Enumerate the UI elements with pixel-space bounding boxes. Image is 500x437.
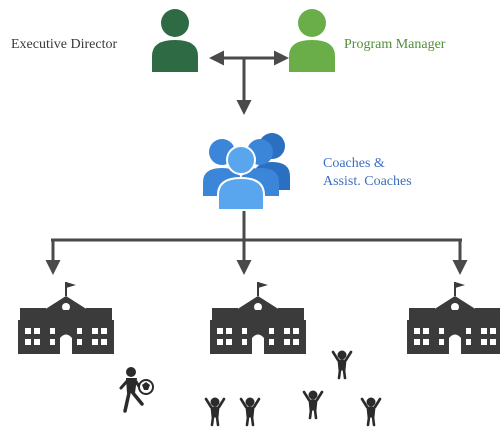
program-manager-label: Program Manager (344, 37, 446, 52)
kid-icon-3 (331, 349, 353, 380)
kid-icon-2 (239, 396, 261, 427)
coaches-label: Coaches & Assist. Coaches (323, 155, 412, 191)
school-left-icon (17, 281, 115, 355)
soccer-player-icon (119, 367, 154, 413)
kid-icon-4 (302, 389, 324, 420)
kid-icon-5 (360, 396, 382, 427)
coaches-group-icon (203, 133, 290, 211)
school-middle-icon (209, 281, 307, 355)
executive-director-label: Executive Director (11, 37, 118, 52)
kid-icon-1 (204, 396, 226, 427)
executive-director-person-icon (152, 9, 198, 72)
school-right-icon (406, 281, 500, 355)
coaches-label-line1: Coaches & (323, 156, 385, 171)
coaches-label-line2: Assist. Coaches (323, 174, 412, 189)
program-manager-person-icon (289, 9, 335, 72)
connectors (45, 50, 468, 275)
